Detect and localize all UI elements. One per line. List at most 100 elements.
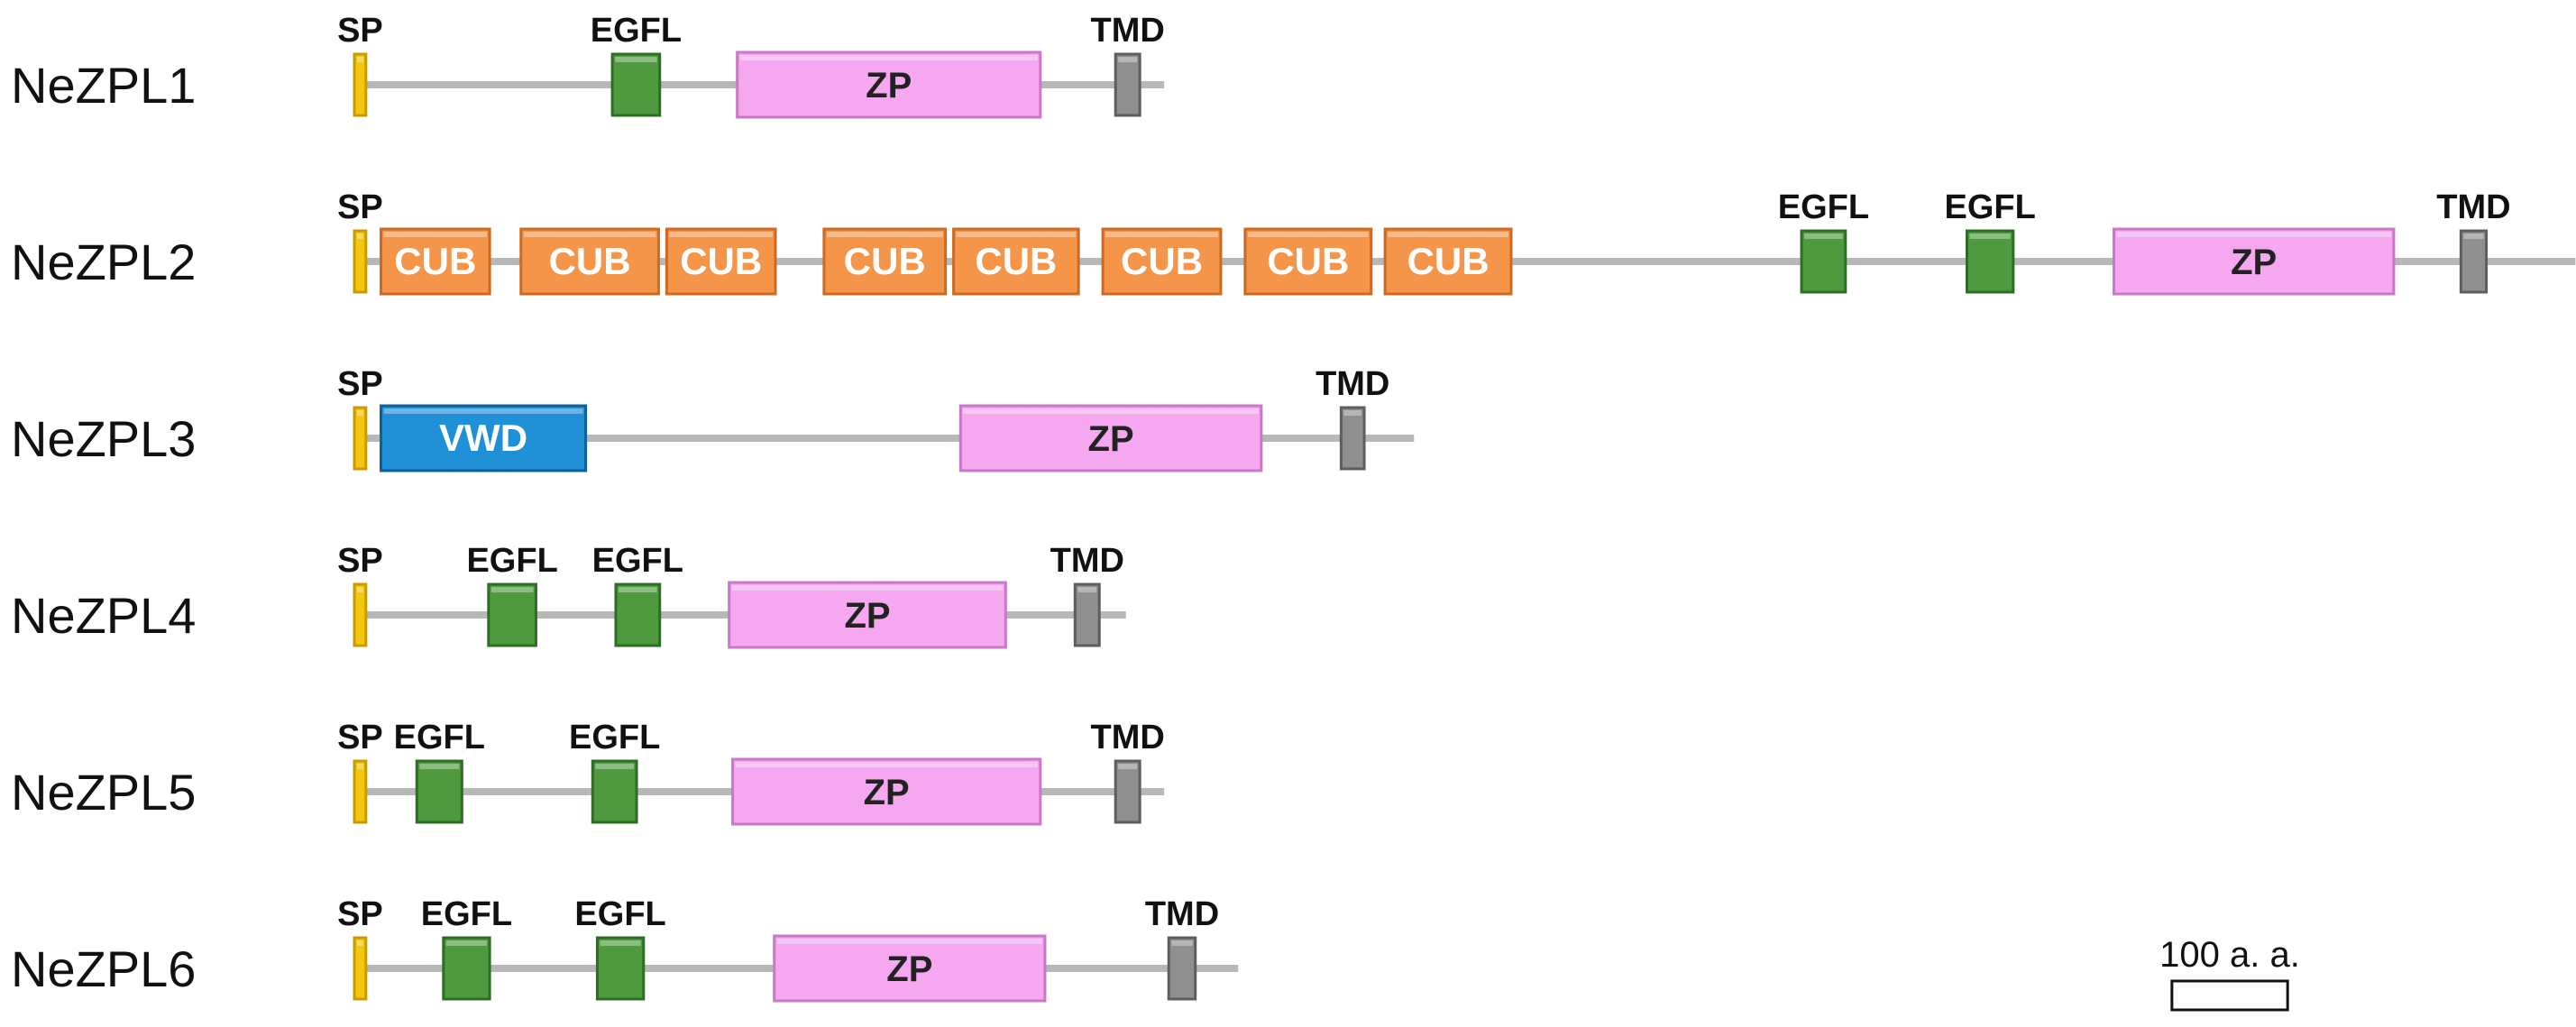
domain-label: TMD [2436, 188, 2510, 226]
domain-highlight [1077, 587, 1097, 592]
domain-label: CUB [844, 240, 926, 282]
domain-highlight [1105, 232, 1218, 237]
domain-highlight [739, 55, 1038, 60]
domain-label: CUB [975, 240, 1057, 282]
domain-label: EGFL [421, 895, 512, 933]
domain-label: EGFL [1778, 188, 1869, 226]
domain-highlight [615, 57, 657, 62]
scale-bar-label: 100 a. a. [2159, 935, 2300, 975]
domain-label: ZP [1088, 419, 1134, 459]
domain-label: EGFL [569, 719, 660, 756]
domain-highlight [1118, 57, 1138, 62]
domain-label: TMD [1091, 719, 1165, 756]
domain-highlight [2463, 234, 2484, 239]
protein-row-nezpl6: NeZPL6 SP EGFL EGFL ZP TMD [11, 895, 1239, 1003]
domain-label: CUB [549, 240, 631, 282]
domain-label: EGFL [1944, 188, 2035, 226]
domain-zp [731, 757, 1042, 826]
domain-highlight [963, 408, 1259, 414]
domain-label: EGFL [466, 542, 557, 580]
domain-label: EGFL [574, 895, 665, 933]
domain-cub [1101, 227, 1223, 296]
domain-sp [353, 582, 368, 647]
domain-sp [353, 229, 368, 294]
domain-label: ZP [886, 949, 932, 989]
domain-zp [2112, 227, 2396, 296]
domain-egfl [487, 582, 537, 647]
domain-highlight [618, 587, 657, 592]
domain-tmd [1073, 582, 1101, 647]
domain-label: CUB [1407, 240, 1490, 282]
domain-tmd [1339, 406, 1366, 471]
domain-highlight [383, 408, 583, 414]
domain-highlight [600, 940, 641, 946]
domain-label: ZP [864, 773, 910, 812]
domain-highlight [1969, 234, 2011, 239]
domain-highlight [1118, 764, 1138, 769]
domain-tmd [1114, 52, 1141, 117]
protein-name: NeZPL4 [11, 587, 196, 644]
domain-label: ZP [866, 66, 912, 105]
domain-highlight [357, 940, 363, 946]
domain-highlight [419, 764, 460, 769]
domain-label: EGFL [394, 719, 485, 756]
domain-egfl [614, 582, 662, 647]
domain-label: CUB [1267, 240, 1349, 282]
domain-highlight [490, 587, 534, 592]
protein-backbone [354, 435, 1415, 442]
domain-sp [353, 52, 368, 117]
domain-highlight [826, 232, 943, 237]
domain-highlight [357, 587, 363, 592]
domain-cub [665, 227, 777, 296]
domain-label: VWD [439, 417, 527, 459]
domain-highlight [2116, 232, 2391, 237]
domain-tmd [1114, 759, 1141, 824]
domain-highlight [1804, 234, 1843, 239]
domain-label: SP [337, 365, 383, 403]
protein-name: NeZPL6 [11, 940, 196, 997]
domain-label: TMD [1050, 542, 1124, 580]
domain-zp [773, 934, 1047, 1003]
domain-zp [958, 404, 1263, 472]
domain-highlight [523, 232, 656, 237]
domain-label: TMD [1091, 12, 1165, 50]
domain-zp [736, 50, 1042, 119]
domain-highlight [1388, 232, 1508, 237]
domain-label: EGFL [591, 12, 682, 50]
domain-tmd [1167, 936, 1197, 1001]
domain-cub [1243, 227, 1373, 296]
domain-highlight [357, 410, 363, 416]
domain-tmd [2459, 229, 2489, 294]
domain-label: SP [337, 188, 383, 226]
domain-highlight [735, 762, 1038, 767]
domain-egfl [415, 759, 463, 824]
domain-label: TMD [1145, 895, 1219, 933]
protein-row-nezpl1: NeZPL1 SP EGFL ZP TMD [11, 12, 1165, 119]
domain-highlight [383, 232, 488, 237]
domain-cub [1383, 227, 1513, 296]
domain-label: ZP [844, 596, 890, 636]
domain-sp [353, 936, 368, 1001]
domain-label: TMD [1316, 365, 1389, 403]
domain-highlight [357, 57, 363, 62]
protein-name: NeZPL2 [11, 234, 196, 290]
protein-name: NeZPL1 [11, 57, 196, 114]
domain-label: EGFL [592, 542, 683, 580]
domain-label: SP [337, 895, 383, 933]
domain-cub [952, 227, 1080, 296]
domain-highlight [731, 585, 1004, 591]
domain-egfl [442, 936, 491, 1001]
domain-label: CUB [394, 240, 476, 282]
domain-sp [353, 759, 368, 824]
domain-egfl [1966, 229, 2015, 294]
domain-label: SP [337, 12, 383, 50]
domain-label: ZP [2231, 243, 2277, 282]
protein-name: NeZPL5 [11, 764, 196, 821]
domain-label: CUB [1121, 240, 1203, 282]
domain-highlight [357, 764, 363, 769]
domain-highlight [1171, 940, 1193, 946]
